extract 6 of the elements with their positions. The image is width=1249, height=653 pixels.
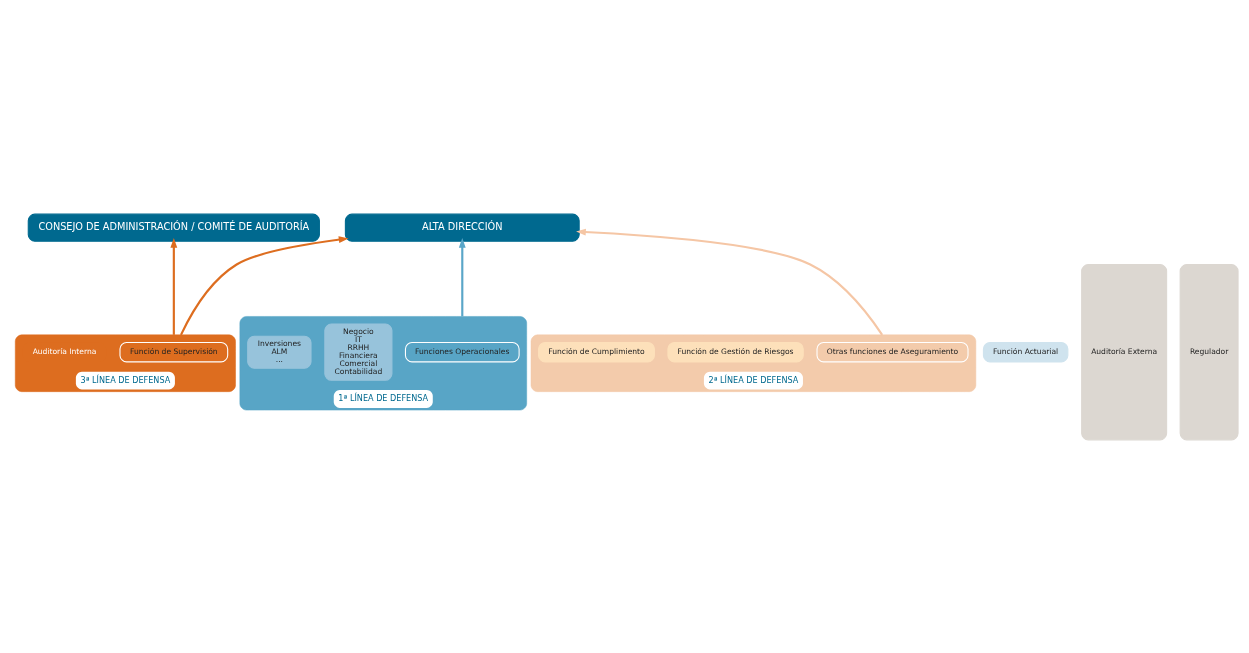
arrow (170, 237, 178, 335)
node-box: ALTA DIRECCIÓN (344, 213, 580, 242)
arrow (576, 228, 884, 335)
arrow (180, 235, 349, 335)
arrow (458, 237, 466, 316)
node-box: CONSEJO DE ADMINISTRACIÓN / COMITÉ DE AUDITORÍA (27, 213, 320, 242)
